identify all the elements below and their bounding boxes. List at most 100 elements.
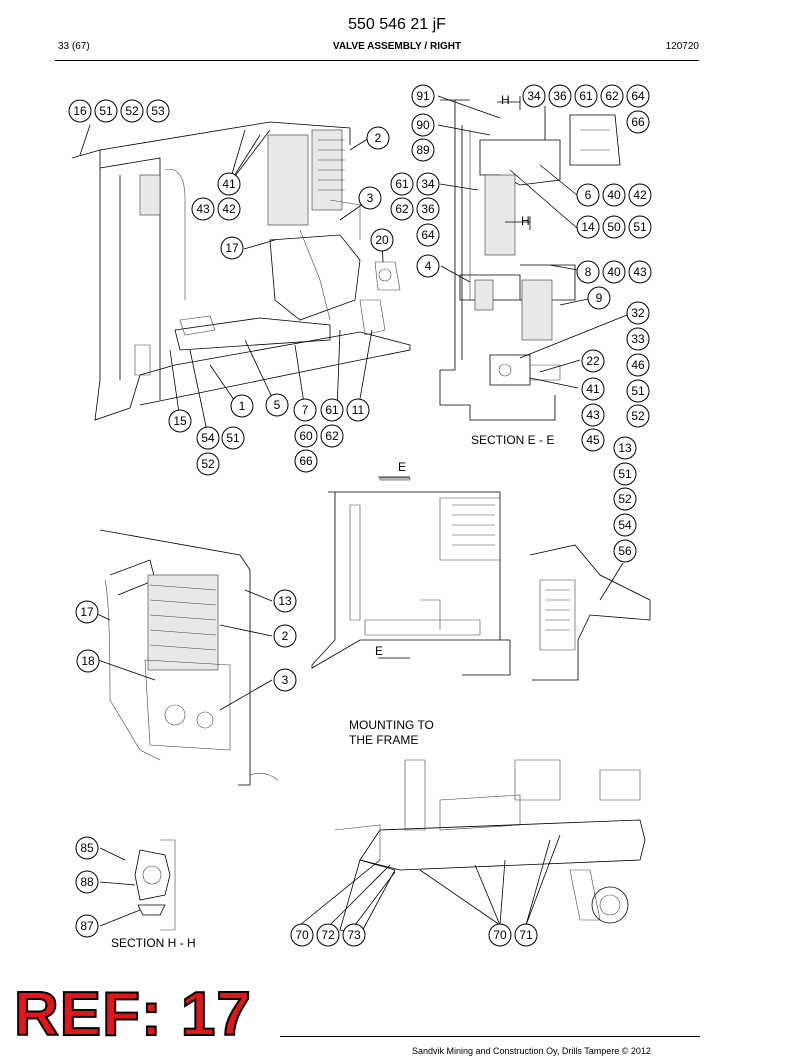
svg-text:62: 62 bbox=[395, 202, 409, 216]
svg-text:61: 61 bbox=[325, 403, 339, 417]
svg-text:34: 34 bbox=[421, 177, 435, 191]
callout-62: 62 bbox=[600, 84, 624, 108]
callout-61: 61 bbox=[574, 84, 598, 108]
callout-5: 5 bbox=[265, 393, 289, 417]
svg-text:89: 89 bbox=[416, 143, 430, 157]
callout-89: 89 bbox=[411, 138, 435, 162]
page-counter: 33 (67) bbox=[58, 41, 90, 52]
section-ee-label: SECTION E - E bbox=[471, 433, 555, 447]
callout-61: 61 bbox=[390, 172, 414, 196]
svg-text:32: 32 bbox=[631, 306, 645, 320]
main-frame-view bbox=[71, 121, 411, 437]
cut-marker-h-mid: H bbox=[521, 214, 530, 228]
svg-text:40: 40 bbox=[607, 188, 621, 202]
svg-text:33: 33 bbox=[631, 332, 645, 346]
svg-text:43: 43 bbox=[633, 265, 647, 279]
callout-64: 64 bbox=[416, 223, 440, 247]
callout-42: 42 bbox=[217, 197, 241, 221]
svg-text:51: 51 bbox=[618, 467, 632, 481]
svg-text:70: 70 bbox=[493, 928, 507, 942]
svg-text:1: 1 bbox=[239, 399, 246, 413]
callout-52: 52 bbox=[626, 404, 650, 428]
callout-91: 91 bbox=[411, 84, 435, 108]
callout-87: 87 bbox=[75, 914, 99, 938]
svg-text:20: 20 bbox=[375, 233, 389, 247]
callout-11: 11 bbox=[346, 398, 370, 422]
callout-51: 51 bbox=[94, 99, 118, 123]
svg-text:2: 2 bbox=[375, 131, 382, 145]
svg-text:73: 73 bbox=[347, 928, 361, 942]
page-title: VALVE ASSEMBLY / RIGHT bbox=[332, 41, 462, 52]
callout-6: 6 bbox=[576, 183, 600, 207]
callout-70: 70 bbox=[488, 923, 512, 947]
svg-text:91: 91 bbox=[416, 89, 430, 103]
svg-text:61: 61 bbox=[395, 177, 409, 191]
callout-66: 66 bbox=[626, 110, 650, 134]
svg-text:5: 5 bbox=[274, 398, 281, 412]
callout-52: 52 bbox=[613, 487, 637, 511]
callout-60: 60 bbox=[294, 424, 318, 448]
callout-41: 41 bbox=[581, 377, 605, 401]
svg-text:72: 72 bbox=[321, 928, 335, 942]
callout-15: 15 bbox=[168, 409, 192, 433]
callout-62: 62 bbox=[390, 197, 414, 221]
callout-1: 1 bbox=[230, 394, 254, 418]
svg-text:36: 36 bbox=[421, 202, 435, 216]
callout-2: 2 bbox=[273, 624, 297, 648]
svg-text:17: 17 bbox=[80, 605, 94, 619]
svg-text:43: 43 bbox=[586, 408, 600, 422]
svg-text:4: 4 bbox=[425, 259, 432, 273]
callout-17: 17 bbox=[75, 600, 99, 624]
svg-text:45: 45 bbox=[586, 433, 600, 447]
svg-text:46: 46 bbox=[631, 358, 645, 372]
callout-20: 20 bbox=[370, 228, 394, 252]
callout-7: 7 bbox=[293, 398, 317, 422]
callout-43: 43 bbox=[581, 403, 605, 427]
callout-8: 8 bbox=[576, 260, 600, 284]
callout-2: 2 bbox=[366, 126, 390, 150]
callout-18: 18 bbox=[76, 649, 100, 673]
svg-text:11: 11 bbox=[352, 403, 365, 417]
callout-16: 16 bbox=[68, 99, 92, 123]
svg-text:62: 62 bbox=[325, 429, 339, 443]
svg-text:7: 7 bbox=[302, 403, 309, 417]
side-partial-view bbox=[529, 544, 651, 681]
svg-text:34: 34 bbox=[527, 89, 541, 103]
callout-73: 73 bbox=[342, 923, 366, 947]
svg-text:43: 43 bbox=[196, 202, 210, 216]
svg-text:56: 56 bbox=[618, 544, 632, 558]
svg-text:22: 22 bbox=[586, 354, 600, 368]
callout-62: 62 bbox=[320, 424, 344, 448]
callout-51: 51 bbox=[221, 426, 245, 450]
header-divider bbox=[55, 60, 699, 61]
svg-text:64: 64 bbox=[631, 89, 645, 103]
svg-text:54: 54 bbox=[618, 518, 632, 532]
svg-text:18: 18 bbox=[81, 654, 95, 668]
svg-text:66: 66 bbox=[631, 115, 645, 129]
svg-text:51: 51 bbox=[226, 431, 240, 445]
svg-text:52: 52 bbox=[201, 457, 215, 471]
callout-52: 52 bbox=[120, 99, 144, 123]
callout-51: 51 bbox=[613, 462, 637, 486]
svg-text:13: 13 bbox=[618, 441, 632, 455]
svg-text:62: 62 bbox=[605, 89, 619, 103]
valve-detail-view bbox=[92, 529, 279, 786]
callout-13: 13 bbox=[273, 589, 297, 613]
section-hh-label: SECTION H - H bbox=[111, 936, 196, 950]
svg-text:52: 52 bbox=[631, 409, 645, 423]
callout-3: 3 bbox=[358, 186, 382, 210]
svg-text:41: 41 bbox=[222, 177, 236, 191]
svg-text:6: 6 bbox=[585, 188, 592, 202]
svg-text:64: 64 bbox=[421, 228, 435, 242]
callout-13: 13 bbox=[613, 436, 637, 460]
svg-text:9: 9 bbox=[596, 291, 603, 305]
callout-61: 61 bbox=[320, 398, 344, 422]
callout-64: 64 bbox=[626, 84, 650, 108]
svg-text:51: 51 bbox=[633, 220, 647, 234]
svg-text:13: 13 bbox=[278, 594, 292, 608]
callout-43: 43 bbox=[191, 197, 215, 221]
callout-51: 51 bbox=[626, 379, 650, 403]
callout-45: 45 bbox=[581, 428, 605, 452]
svg-text:8: 8 bbox=[585, 265, 592, 279]
